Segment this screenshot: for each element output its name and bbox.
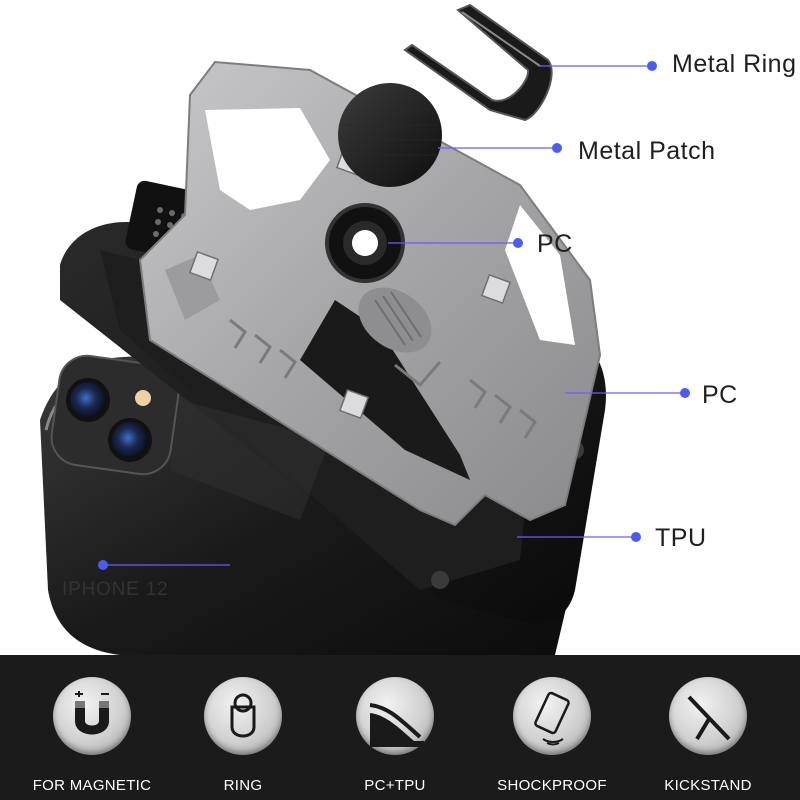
pc-ring-holder xyxy=(325,203,405,283)
feature-kickstand: KICKSTAND xyxy=(633,665,783,795)
metal-patch xyxy=(338,83,442,187)
feature-label: SHOCKPROOF xyxy=(497,777,607,794)
feature-label: KICKSTAND xyxy=(664,777,752,794)
callout-tpu: TPU xyxy=(655,524,707,552)
callout-pc-ring-holder: PC xyxy=(537,230,573,258)
feature-pc-tpu: PC+TPU xyxy=(320,665,470,795)
magnet-icon xyxy=(53,677,131,755)
feature-shockproof: SHOCKPROOF xyxy=(477,665,627,795)
callout-metal-patch: Metal Patch xyxy=(578,137,716,165)
ring-icon xyxy=(204,677,282,755)
feature-label: RING xyxy=(223,777,263,794)
feature-label: FOR MAGNETIC xyxy=(32,777,152,794)
callout-metal-ring: Metal Ring xyxy=(672,50,797,78)
feature-ring: RING xyxy=(168,665,318,795)
shockproof-phone-icon xyxy=(513,677,591,755)
kickstand-icon xyxy=(669,677,747,755)
product-illustration: Metal Ring Metal Patch PC PC TPU IPHONE … xyxy=(40,3,797,655)
callout-iphone: IPHONE 12 xyxy=(62,579,169,600)
callout-lines xyxy=(103,65,685,566)
callout-pc-frame: PC xyxy=(702,381,738,409)
layers-icon xyxy=(356,677,434,755)
metal-ring xyxy=(403,3,553,122)
exploded-case-diagram xyxy=(40,3,690,655)
feature-bar: FOR MAGNETIC RING PC+TPU SHOCKPR xyxy=(0,655,800,800)
feature-label: PC+TPU xyxy=(364,777,426,794)
feature-magnetic: FOR MAGNETIC xyxy=(17,665,167,795)
callout-dots xyxy=(98,61,690,570)
